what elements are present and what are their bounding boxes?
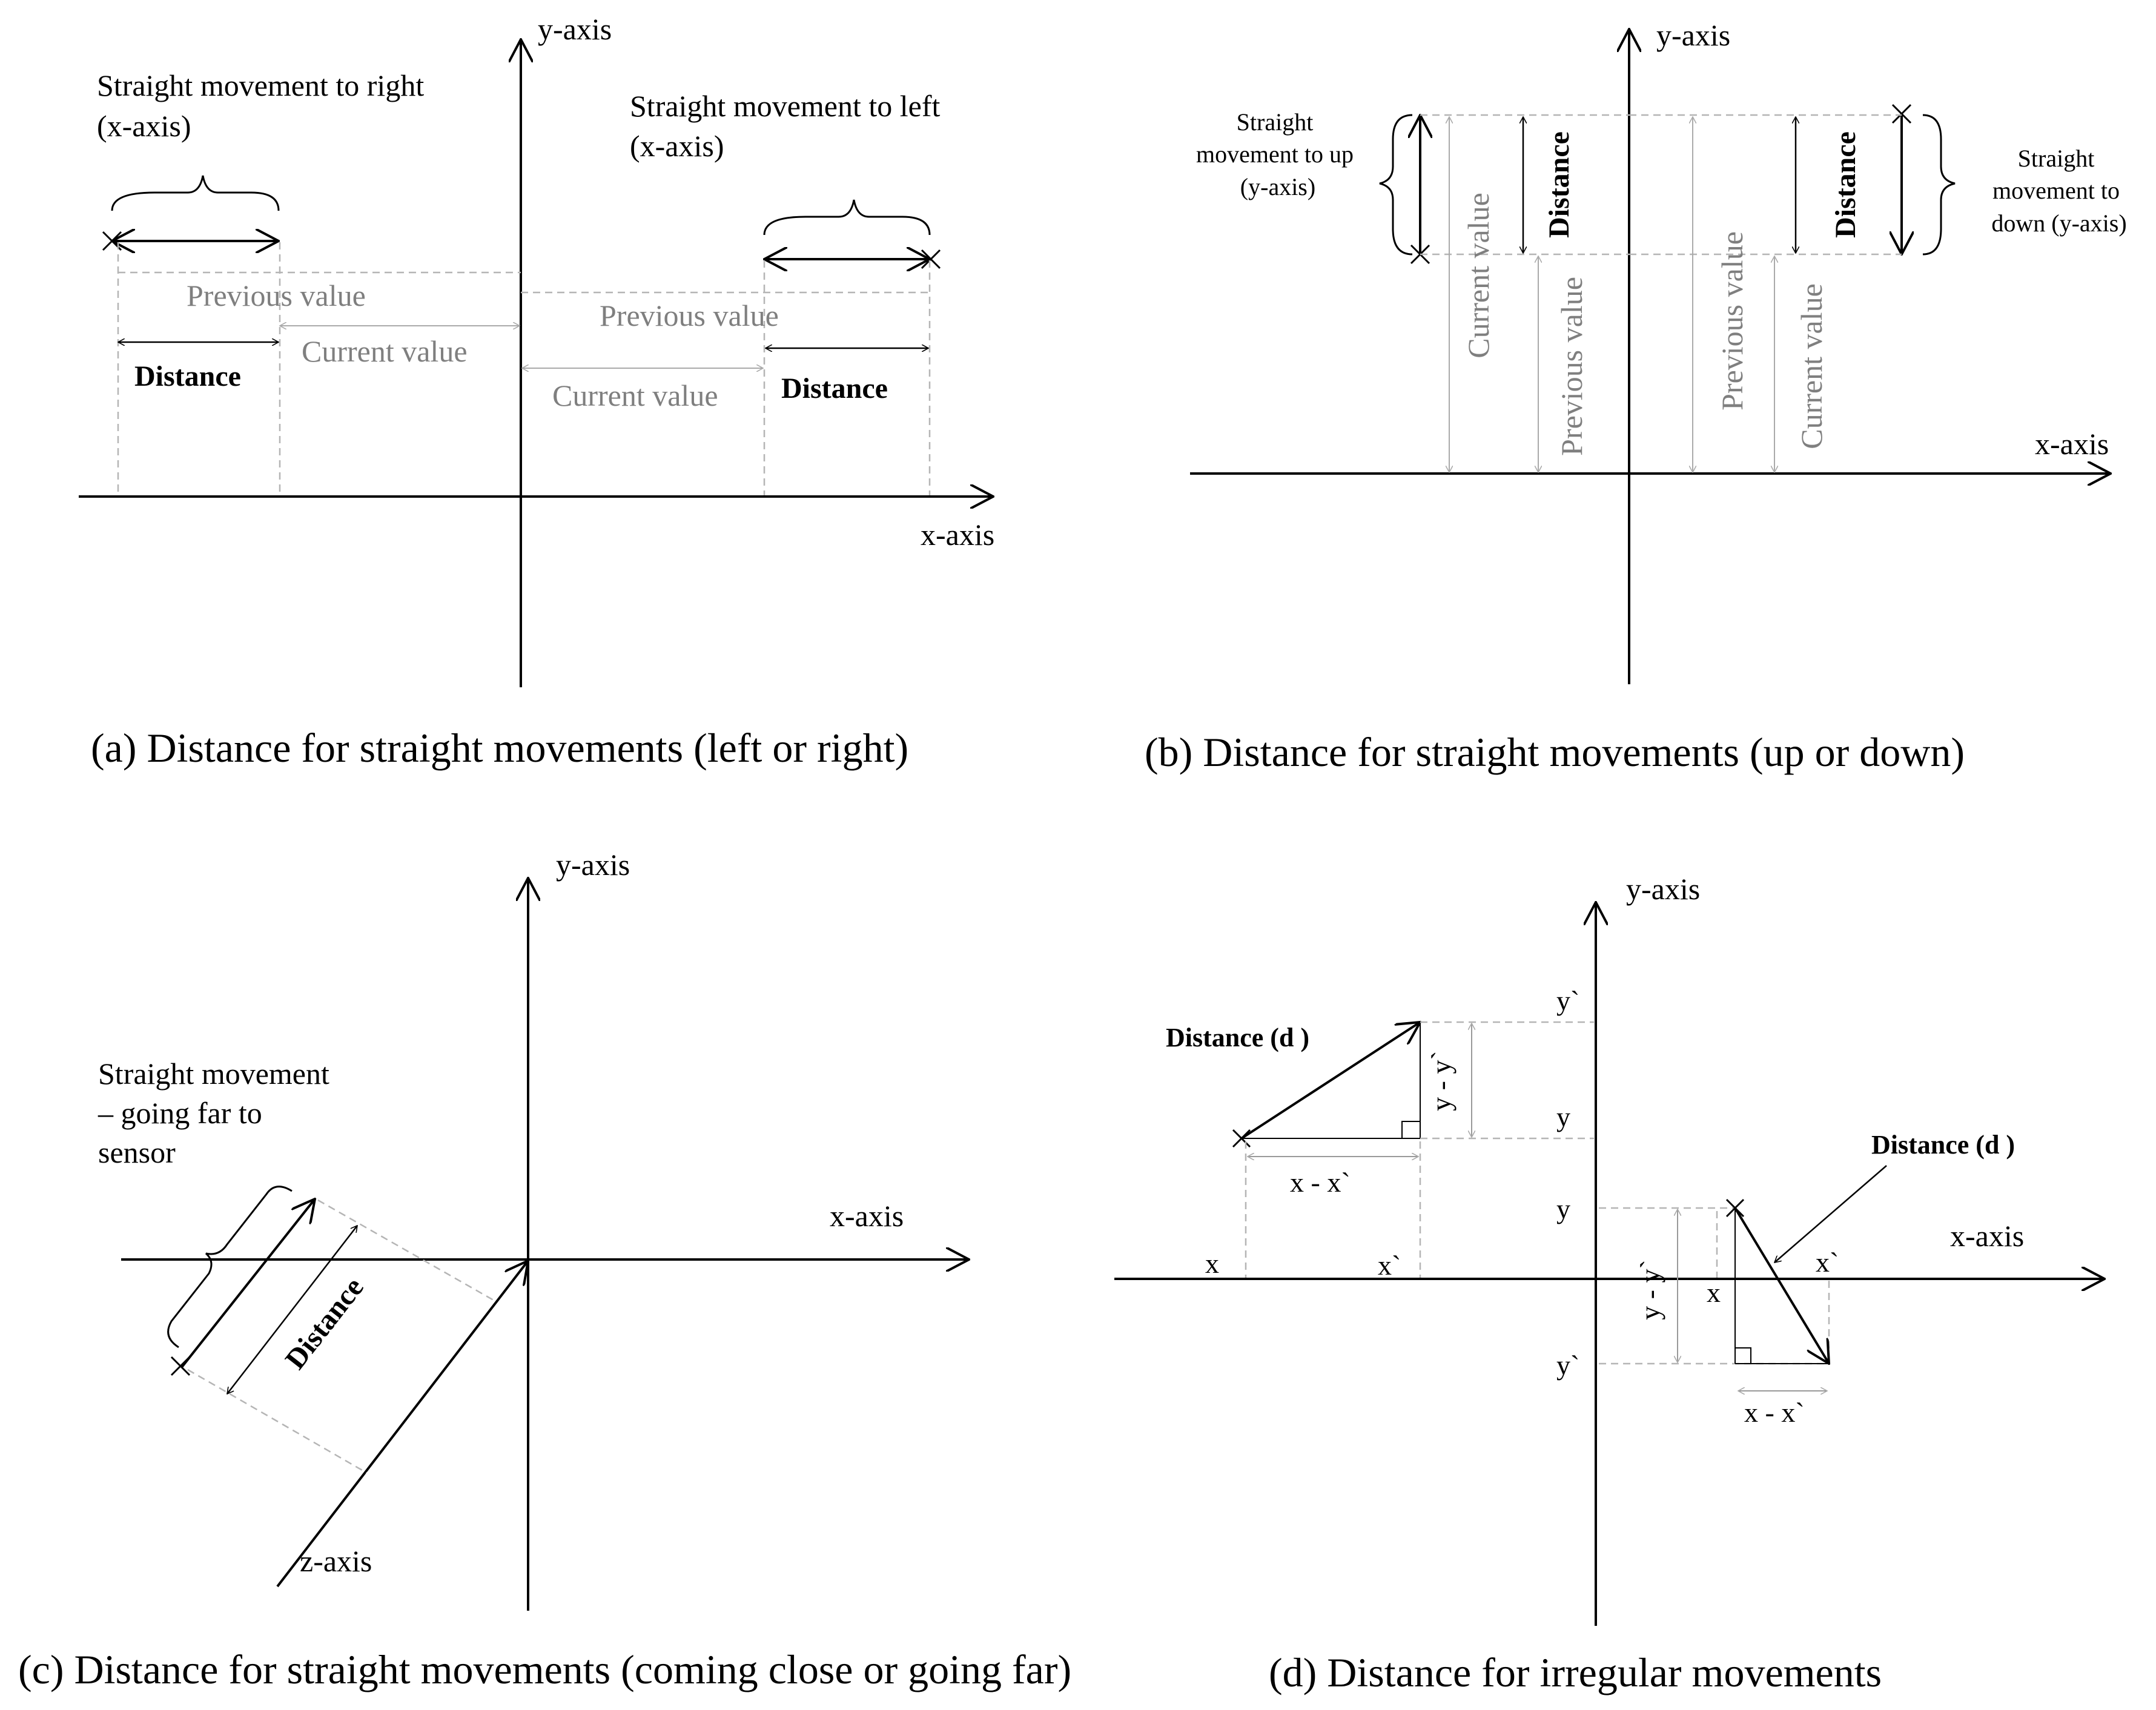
up-brace [1379,114,1413,256]
panel-b: y-axis x-axis Straight movement to up (y… [1145,18,2127,775]
distance-label: Distance [134,360,241,392]
y-label: y [1556,1101,1570,1132]
left-movement-title: Straight movement to left [630,89,941,123]
current-value-label: Current value [1794,283,1828,449]
z-axis-line [276,1261,528,1588]
start-cross [1725,1198,1745,1218]
x-difference-label: x - x` [1744,1397,1805,1428]
distance-label: Distance [279,1272,370,1375]
y-prime-label: y` [1556,985,1579,1016]
start-cross [1891,104,1912,124]
x-axis-label: x-axis [2035,427,2109,461]
down-movement-title: Straight movement to down (y-axis) [1991,145,2126,237]
y-axis-label: y-axis [1626,872,1700,906]
guide-line [317,1199,497,1303]
up-movement-title: Straight movement to up (y-axis) [1196,108,1360,200]
x-label: x [1707,1277,1721,1308]
left-movement-axis: (x-axis) [630,129,724,163]
x-label: x [1205,1248,1219,1279]
distance-vector [1240,1022,1420,1140]
distance-pointer-arrow [1774,1165,1887,1263]
down-brace [1922,114,1956,256]
start-cross [1232,1129,1251,1148]
y-axis-label: y-axis [1656,18,1730,52]
x-axis-label: x-axis [830,1199,904,1233]
y-axis-label: y-axis [556,848,630,882]
y-difference-label: y - y` [1635,1259,1665,1320]
distance-d-label: Distance (d ) [1166,1023,1309,1052]
panel-d: y-axis x-axis Distance (d ) y - y` x - x… [1114,872,2105,1695]
previous-value-label: Previous value [600,299,779,332]
y-prime-label: y` [1556,1350,1579,1381]
x-axis-label: x-axis [1950,1219,2024,1253]
caption: (d) Distance for irregular movements [1269,1649,1882,1695]
right-angle-mark [1401,1121,1420,1138]
guide-line [187,1368,367,1474]
end-cross [921,249,941,269]
distance-label: Distance [1543,131,1575,238]
z-axis-label: z-axis [300,1544,372,1578]
x-difference-label: x - x` [1290,1167,1351,1198]
caption: (b) Distance for straight movements (up … [1145,729,1965,775]
current-value-label: Current value [1461,193,1495,358]
going-far-title: Straight movement – going far to sensor [98,1057,337,1169]
y-difference-label: y - y` [1426,1051,1457,1111]
current-value-label: Current value [302,334,468,368]
y-label: y [1556,1193,1570,1224]
distance-label: Distance [1830,131,1862,238]
x-prime-label: x` [1816,1247,1839,1278]
current-value-label: Current value [552,378,718,412]
right-movement-axis: (x-axis) [97,109,191,143]
movement-brace [167,1186,293,1349]
distance-arrow [227,1226,357,1394]
right-angle-mark [1735,1347,1751,1364]
y-axis-label: y-axis [538,12,612,46]
right-brace [111,175,280,211]
x-axis-label: x-axis [921,518,994,552]
right-movement-title: Straight movement to right [97,68,424,102]
previous-value-label: Previous value [1555,277,1589,456]
distance-vector [1734,1207,1829,1364]
start-cross [170,1356,191,1376]
previous-value-label: Previous value [1715,231,1749,411]
left-brace [763,199,931,236]
distance-label: Distance [781,372,888,404]
caption: (a) Distance for straight movements (lef… [91,725,908,771]
distance-d-label: Distance (d ) [1871,1130,2015,1160]
panel-a: y-axis x-axis Straight movement to right… [79,12,994,771]
panel-c: y-axis x-axis z-axis Straight movement –… [18,848,1071,1692]
caption: (c) Distance for straight movements (com… [18,1646,1071,1692]
previous-value-label: Previous value [187,279,366,312]
x-prime-label: x` [1378,1250,1401,1281]
